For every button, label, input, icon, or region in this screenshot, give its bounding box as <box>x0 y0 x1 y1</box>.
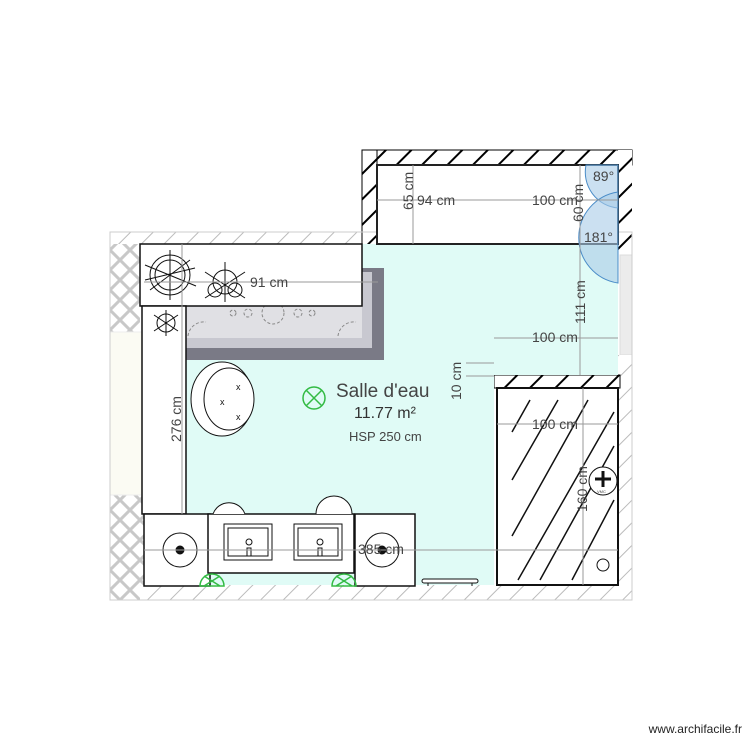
dim-shower-width: 100 cm <box>532 416 578 432</box>
dim-top-depth: 65 cm <box>400 171 416 210</box>
dim-left-wall: 276 cm <box>168 396 184 442</box>
vmc-label: VMC <box>597 489 606 494</box>
room-name: Salle d'eau <box>336 381 430 402</box>
svg-text:x: x <box>236 382 241 392</box>
dim-shower-length: 160 cm <box>574 466 590 512</box>
watermark: www.archifacile.fr <box>648 722 742 736</box>
dim-right-passage: 100 cm <box>532 329 578 345</box>
svg-text:x: x <box>236 412 241 422</box>
door-swing <box>578 164 619 284</box>
room-area: 11.77 m² <box>354 405 416 422</box>
dim-bath-width: 91 cm <box>250 274 289 290</box>
dimension-lines <box>144 165 618 585</box>
dim-door-width: 60 cm <box>570 183 586 222</box>
angle-door-top: 89° <box>593 168 615 184</box>
sink-right[interactable] <box>293 495 353 561</box>
round-basin[interactable]: x x x <box>190 361 255 437</box>
dim-top-right-width: 100 cm <box>532 192 578 208</box>
dim-wall-offset: 10 cm <box>448 361 464 400</box>
towel-radiator[interactable] <box>421 578 479 586</box>
wall-light-icon <box>199 573 357 587</box>
dim-total-width: 385 cm <box>358 541 404 557</box>
vmc-icon <box>588 466 618 496</box>
dim-top-left-width: 94 cm <box>417 192 456 208</box>
top-counter[interactable] <box>139 243 363 307</box>
walls <box>109 149 633 601</box>
ceiling-light-icon <box>302 386 326 410</box>
angle-door-bottom: 181° <box>584 229 613 245</box>
dim-right-gap: 111 cm <box>572 280 588 324</box>
sink-left[interactable] <box>212 502 273 561</box>
room-height: HSP 250 cm <box>349 429 422 444</box>
small-plant-icon <box>153 310 179 336</box>
svg-text:x: x <box>220 397 225 407</box>
plant-icon <box>144 250 197 300</box>
